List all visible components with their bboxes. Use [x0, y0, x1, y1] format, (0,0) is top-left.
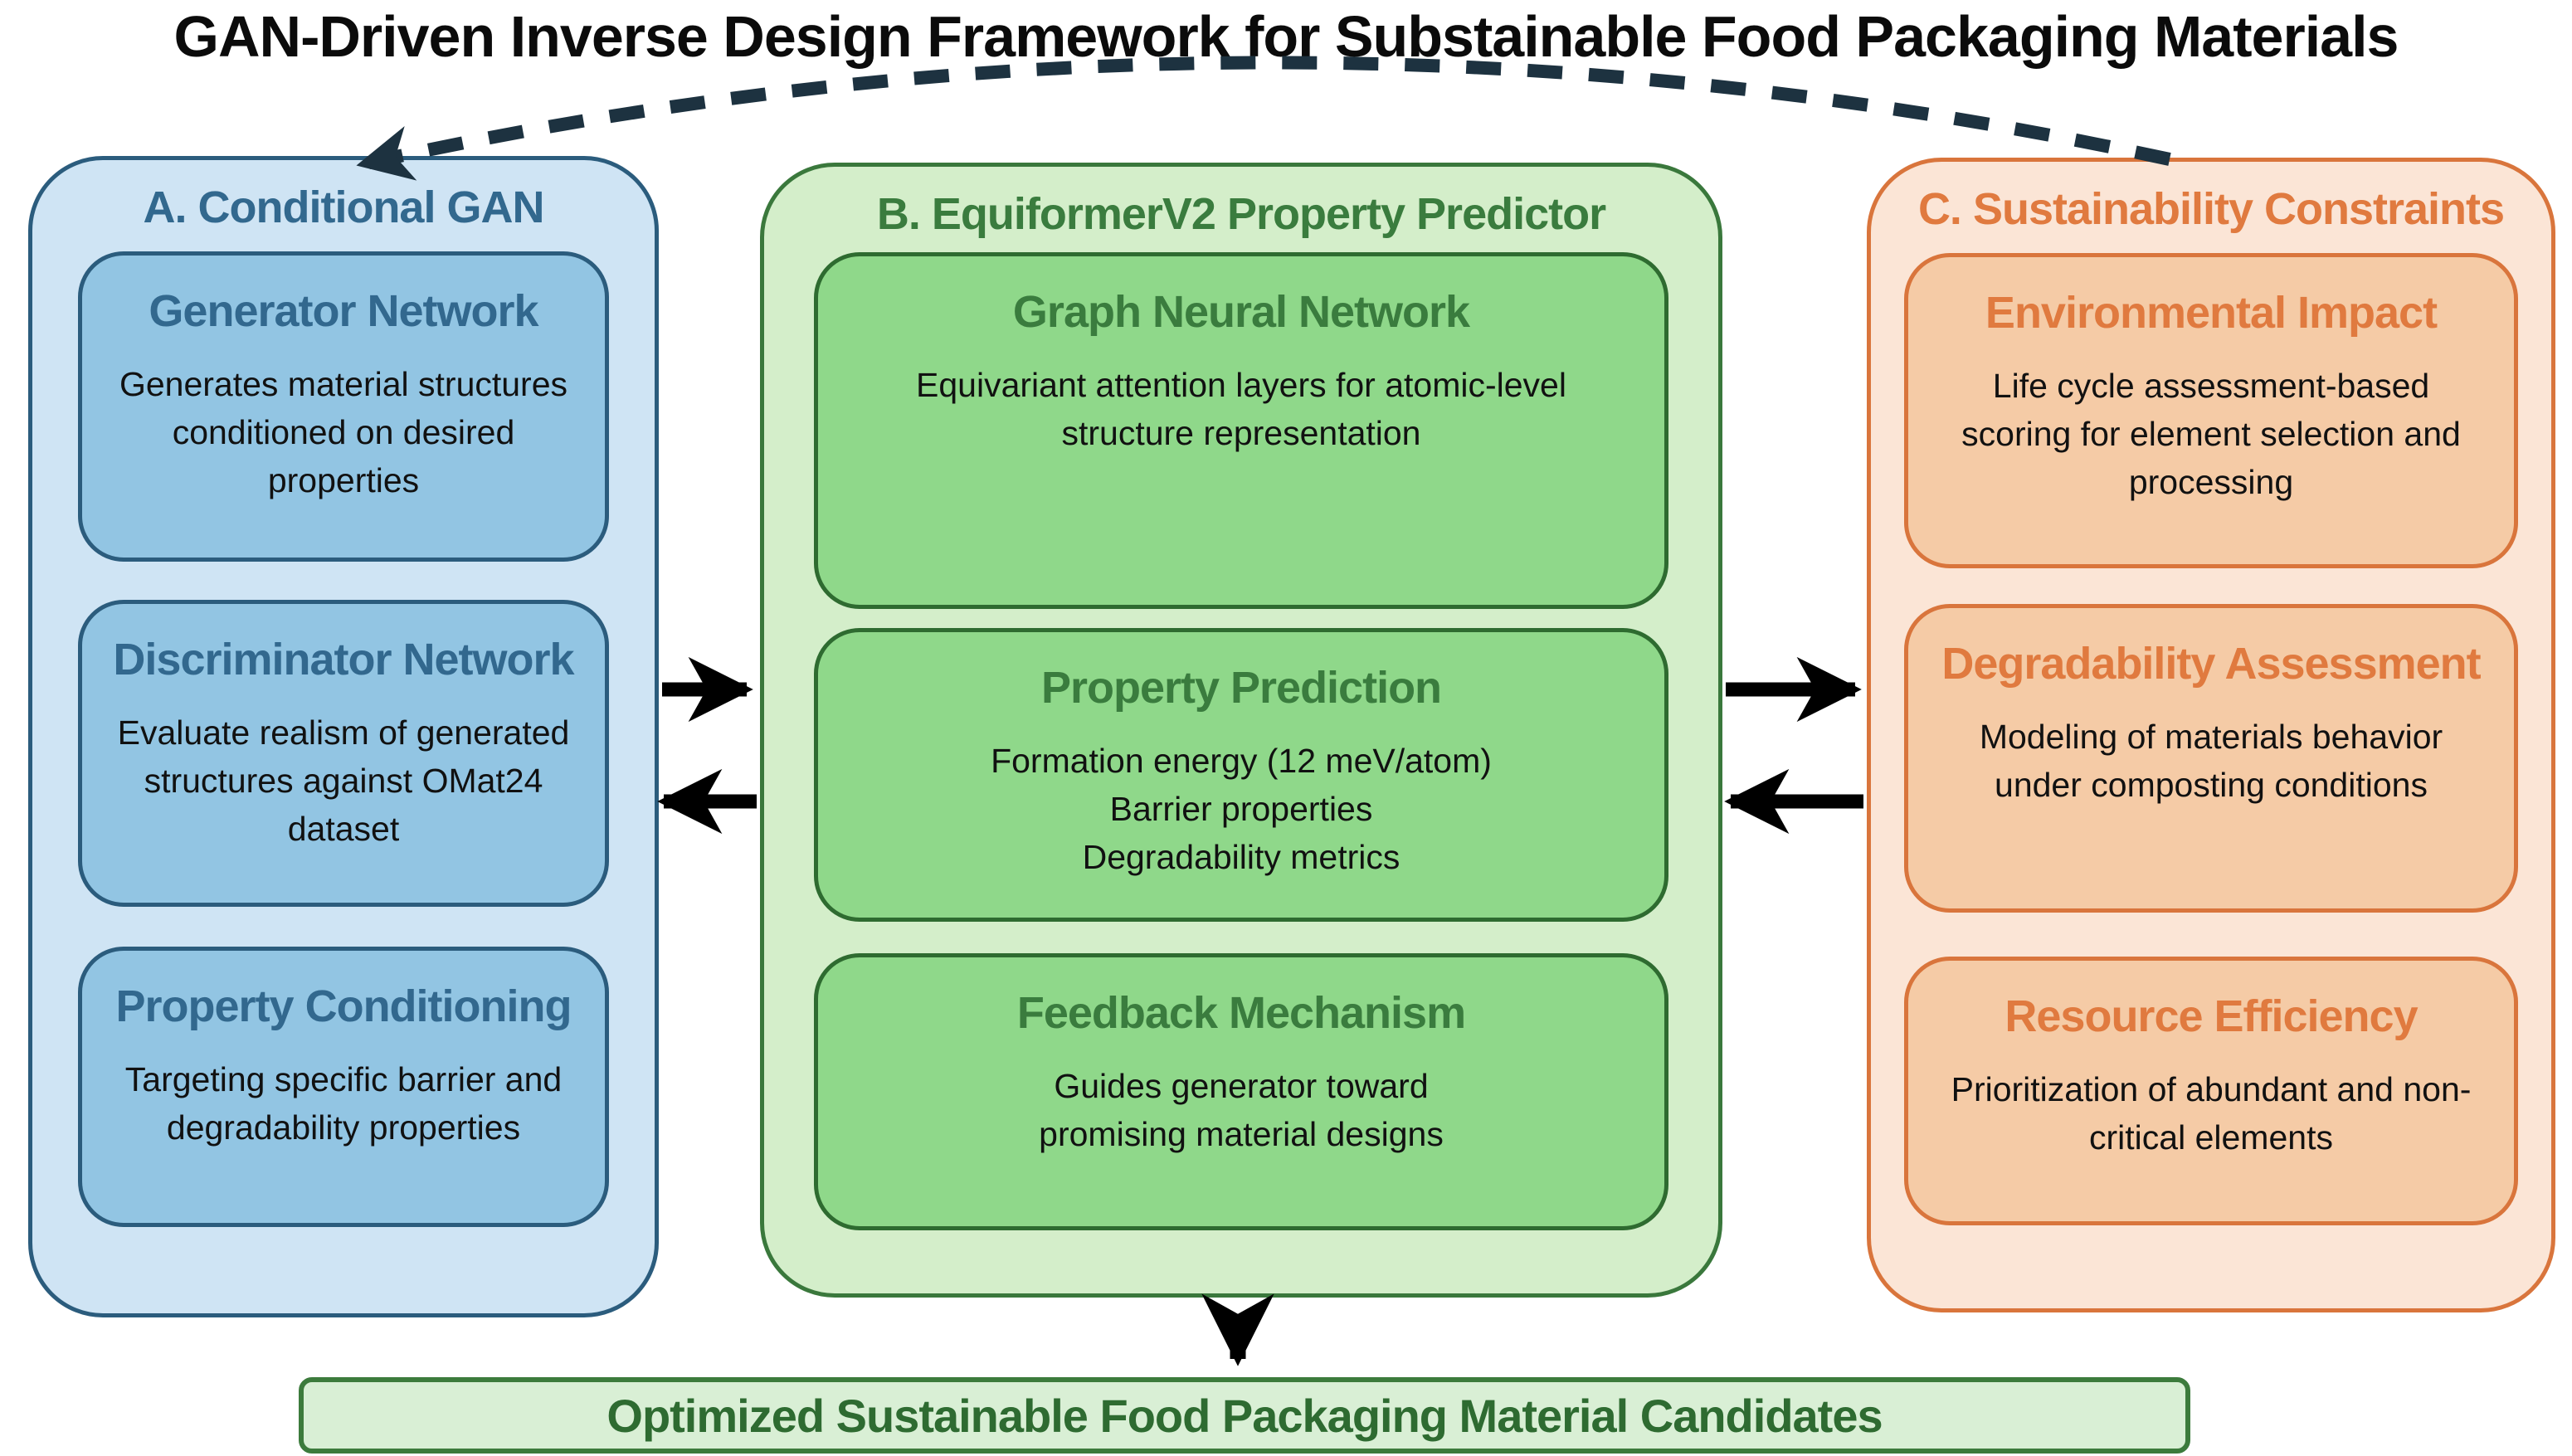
- box-environmental-impact-body: Life cycle assessment-based scoring for …: [1961, 367, 2461, 502]
- output-candidates-bar: Optimized Sustainable Food Packaging Mat…: [299, 1377, 2190, 1454]
- panel-equiformer-predictor: B. EquiformerV2 Property Predictor Graph…: [760, 163, 1722, 1298]
- box-generator-network-heading: Generator Network: [149, 286, 538, 336]
- box-property-conditioning: Property Conditioning Targeting specific…: [78, 947, 609, 1227]
- box-feedback-mechanism-heading: Feedback Mechanism: [1016, 988, 1466, 1038]
- box-graph-neural-network: Graph Neural Network Equivariant attenti…: [814, 252, 1668, 609]
- box-property-conditioning-body: Targeting specific barrier and degradabi…: [124, 1060, 563, 1147]
- box-degradability-assessment: Degradability Assessment Modeling of mat…: [1904, 604, 2518, 913]
- box-environmental-impact: Environmental Impact Life cycle assessme…: [1904, 253, 2518, 568]
- box-degradability-assessment-heading: Degradability Assessment: [1941, 639, 2481, 689]
- box-generator-network-body: Generates material structures conditione…: [119, 365, 568, 500]
- diagram-title: GAN-Driven Inverse Design Framework for …: [173, 4, 2399, 69]
- box-discriminator-network-heading: Discriminator Network: [113, 635, 574, 684]
- box-graph-neural-network-heading: Graph Neural Network: [1012, 287, 1470, 337]
- box-property-prediction-heading: Property Prediction: [1040, 663, 1442, 713]
- panel-conditional-gan: A. Conditional GAN Generator Network Gen…: [28, 156, 659, 1317]
- feedback-dashed-arrow: [356, 56, 2171, 181]
- box-discriminator-network-body: Evaluate realism of generated structures…: [117, 713, 570, 849]
- box-discriminator-network: Discriminator Network Evaluate realism o…: [78, 600, 609, 907]
- box-degradability-assessment-body: Modeling of materials behavior under com…: [1979, 718, 2443, 805]
- box-feedback-mechanism-body: Guides generator toward promising materi…: [1039, 1067, 1444, 1154]
- panel-sustainability-constraints-header: C. Sustainability Constraints: [1917, 184, 2505, 234]
- box-resource-efficiency-heading: Resource Efficiency: [2005, 991, 2418, 1041]
- box-graph-neural-network-body: Equivariant attention layers for atomic-…: [916, 366, 1566, 453]
- box-generator-network: Generator Network Generates material str…: [78, 251, 609, 562]
- box-property-prediction-body: Formation energy (12 meV/atom) Barrier p…: [991, 742, 1492, 877]
- panel-equiformer-predictor-header: B. EquiformerV2 Property Predictor: [876, 189, 1606, 239]
- box-resource-efficiency: Resource Efficiency Prioritization of ab…: [1904, 957, 2518, 1225]
- panel-conditional-gan-header: A. Conditional GAN: [143, 183, 545, 232]
- box-feedback-mechanism: Feedback Mechanism Guides generator towa…: [814, 953, 1668, 1230]
- panel-sustainability-constraints: C. Sustainability Constraints Environmen…: [1867, 158, 2555, 1312]
- box-environmental-impact-heading: Environmental Impact: [1985, 288, 2438, 338]
- box-property-conditioning-heading: Property Conditioning: [115, 981, 572, 1031]
- box-property-prediction: Property Prediction Formation energy (12…: [814, 628, 1668, 922]
- box-resource-efficiency-body: Prioritization of abundant and non- crit…: [1951, 1070, 2472, 1157]
- output-candidates-label: Optimized Sustainable Food Packaging Mat…: [606, 1389, 1883, 1442]
